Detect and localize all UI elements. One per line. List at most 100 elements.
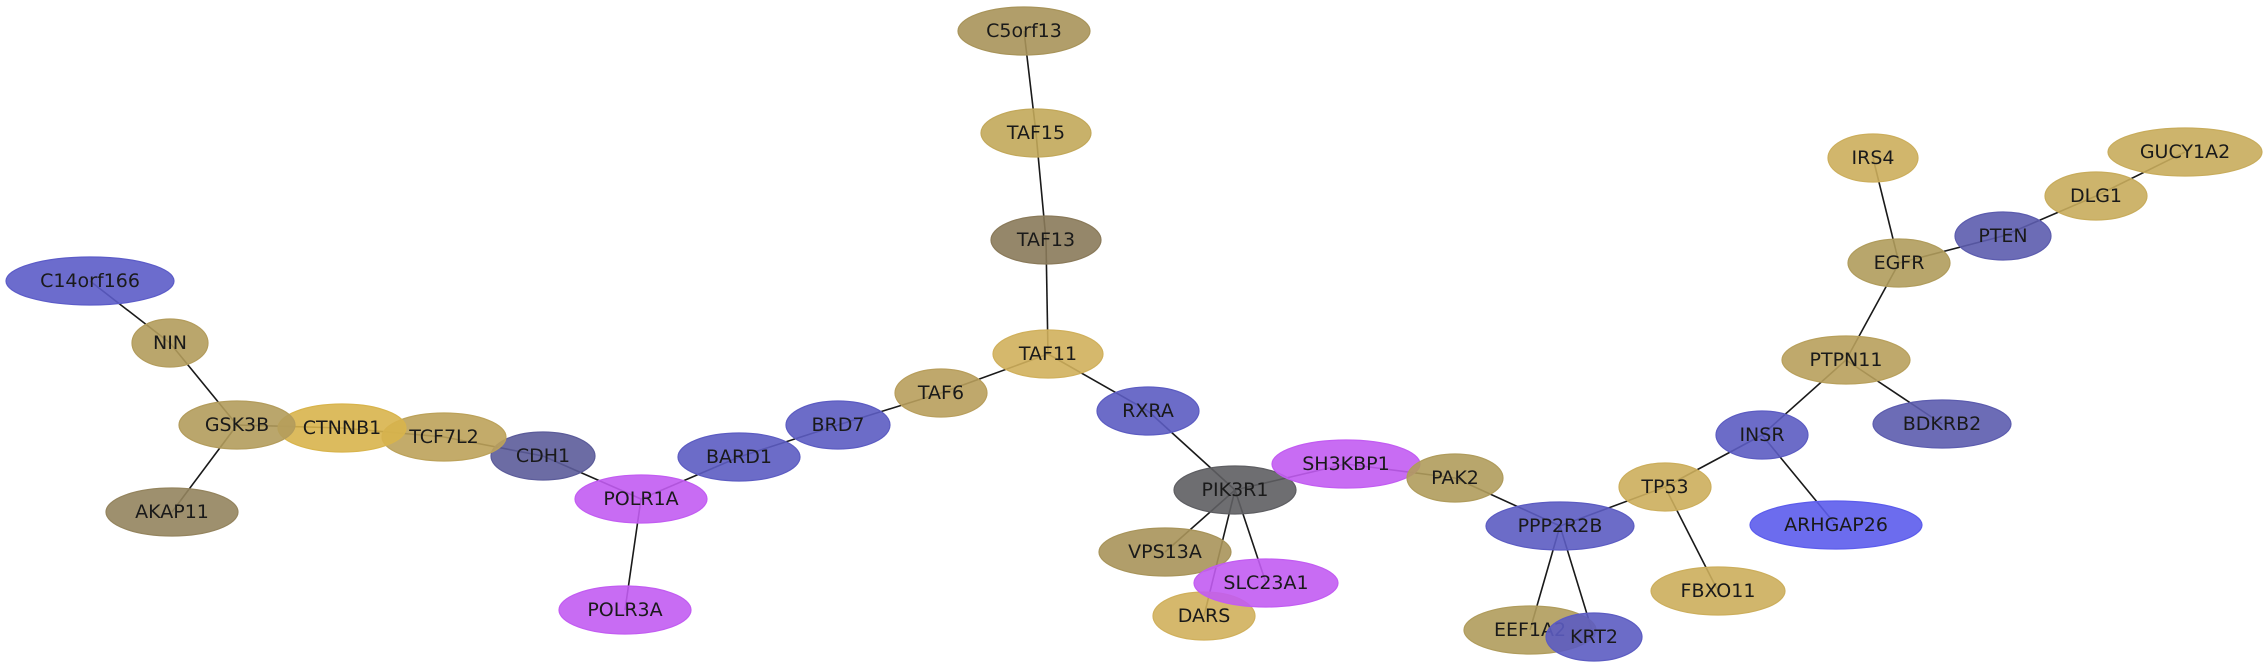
- node-shape: [1781, 335, 1911, 385]
- node-label: TAF6: [917, 382, 964, 404]
- node-shape: [980, 108, 1092, 158]
- node-ctnnb1[interactable]: CTNNB1: [277, 403, 407, 453]
- node-label: ARHGAP26: [1784, 514, 1888, 536]
- node-vps13a[interactable]: VPS13A: [1098, 527, 1232, 577]
- node-gsk3b[interactable]: GSK3B: [178, 400, 296, 450]
- node-shape: [131, 318, 209, 368]
- node-brd7[interactable]: BRD7: [785, 400, 891, 450]
- node-label: DLG1: [2070, 185, 2122, 207]
- node-label: PPP2R2B: [1518, 515, 1603, 537]
- node-label: PTEN: [1978, 225, 2027, 247]
- node-shape: [1096, 386, 1200, 436]
- node-insr[interactable]: INSR: [1715, 410, 1809, 460]
- node-gucy1a2[interactable]: GUCY1A2: [2107, 127, 2263, 177]
- node-irs4[interactable]: IRS4: [1827, 133, 1919, 183]
- node-label: C14orf166: [40, 270, 140, 292]
- node-cdh1[interactable]: CDH1: [490, 431, 596, 481]
- node-shape: [490, 431, 596, 481]
- node-label: EGFR: [1874, 252, 1925, 274]
- node-label: CDH1: [516, 445, 570, 467]
- node-label: DARS: [1178, 605, 1231, 627]
- node-shape: [677, 432, 801, 482]
- node-taf15[interactable]: TAF15: [980, 108, 1092, 158]
- node-shape: [178, 400, 296, 450]
- node-label: GSK3B: [205, 414, 269, 436]
- node-shape: [957, 6, 1091, 56]
- node-shape: [558, 585, 692, 635]
- node-shape: [1650, 566, 1786, 616]
- node-bard1[interactable]: BARD1: [677, 432, 801, 482]
- node-label: TCF7L2: [408, 426, 478, 448]
- node-label: VPS13A: [1128, 541, 1202, 563]
- node-shape: [992, 329, 1104, 379]
- node-shape: [1749, 500, 1923, 550]
- node-egfr[interactable]: EGFR: [1847, 238, 1951, 288]
- node-polr1a[interactable]: POLR1A: [574, 474, 708, 524]
- node-akap11[interactable]: AKAP11: [105, 487, 239, 537]
- node-dlg1[interactable]: DLG1: [2044, 171, 2148, 221]
- node-pak2[interactable]: PAK2: [1406, 453, 1504, 503]
- node-label: BARD1: [706, 446, 772, 468]
- node-label: IRS4: [1852, 147, 1895, 169]
- node-shape: [1847, 238, 1951, 288]
- node-label: RXRA: [1122, 400, 1174, 422]
- node-label: INSR: [1739, 424, 1784, 446]
- node-rxra[interactable]: RXRA: [1096, 386, 1200, 436]
- node-shape: [2107, 127, 2263, 177]
- node-shape: [1098, 527, 1232, 577]
- node-label: POLR3A: [587, 599, 662, 621]
- node-slc23a1[interactable]: SLC23A1: [1193, 558, 1339, 608]
- node-taf6[interactable]: TAF6: [894, 368, 988, 418]
- node-fbxo11[interactable]: FBXO11: [1650, 566, 1786, 616]
- node-ptpn11[interactable]: PTPN11: [1781, 335, 1911, 385]
- node-shape: [1872, 399, 2012, 449]
- node-label: CTNNB1: [303, 417, 381, 439]
- node-shape: [5, 256, 175, 306]
- node-shape: [1406, 453, 1504, 503]
- node-sh3kbp1[interactable]: SH3KBP1: [1271, 439, 1421, 489]
- node-label: PIK3R1: [1202, 479, 1269, 501]
- node-shape: [1827, 133, 1919, 183]
- node-shape: [1193, 558, 1339, 608]
- node-krt2[interactable]: KRT2: [1545, 612, 1643, 662]
- node-label: TAF15: [1006, 122, 1065, 144]
- node-shape: [1485, 501, 1635, 551]
- node-taf11[interactable]: TAF11: [992, 329, 1104, 379]
- nodes-layer: C5orf13TAF15TAF13TAF11TAF6BRD7BARD1POLR1…: [5, 6, 2263, 662]
- node-label: C5orf13: [986, 20, 1062, 42]
- node-label: BRD7: [812, 414, 865, 436]
- node-shape: [2044, 171, 2148, 221]
- node-shape: [1954, 211, 2052, 261]
- node-label: AKAP11: [135, 501, 209, 523]
- node-ppp2r2b[interactable]: PPP2R2B: [1485, 501, 1635, 551]
- node-label: TP53: [1640, 476, 1688, 498]
- node-c5orf13[interactable]: C5orf13: [957, 6, 1091, 56]
- node-arhgap26[interactable]: ARHGAP26: [1749, 500, 1923, 550]
- node-label: NIN: [153, 332, 187, 354]
- node-label: SLC23A1: [1223, 572, 1308, 594]
- node-bdkrb2[interactable]: BDKRB2: [1872, 399, 2012, 449]
- node-label: TAF11: [1018, 343, 1077, 365]
- node-shape: [1545, 612, 1643, 662]
- node-shape: [894, 368, 988, 418]
- node-label: GUCY1A2: [2140, 141, 2230, 163]
- node-shape: [1173, 465, 1297, 515]
- node-shape: [105, 487, 239, 537]
- node-label: TAF13: [1016, 229, 1075, 251]
- node-tp53[interactable]: TP53: [1618, 462, 1712, 512]
- node-taf13[interactable]: TAF13: [990, 215, 1102, 265]
- node-label: SH3KBP1: [1302, 453, 1389, 475]
- node-pten[interactable]: PTEN: [1954, 211, 2052, 261]
- node-polr3a[interactable]: POLR3A: [558, 585, 692, 635]
- node-shape: [990, 215, 1102, 265]
- node-c14orf166[interactable]: C14orf166: [5, 256, 175, 306]
- node-nin[interactable]: NIN: [131, 318, 209, 368]
- node-label: PAK2: [1431, 467, 1479, 489]
- node-pik3r1[interactable]: PIK3R1: [1173, 465, 1297, 515]
- node-label: BDKRB2: [1903, 413, 1981, 435]
- node-label: KRT2: [1570, 626, 1618, 648]
- node-tcf7l2[interactable]: TCF7L2: [381, 412, 507, 462]
- node-shape: [1618, 462, 1712, 512]
- node-label: PTPN11: [1810, 349, 1883, 371]
